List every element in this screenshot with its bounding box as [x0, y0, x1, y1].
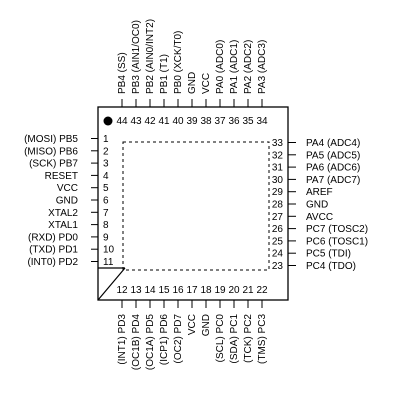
- pin-label: PA5 (ADC5): [306, 150, 360, 161]
- pin-number: 26: [272, 224, 284, 235]
- pin-label: (SCK) PB7: [29, 159, 78, 170]
- pin-label: XTAL2: [48, 208, 78, 219]
- pin-number: 30: [272, 175, 284, 186]
- pin-number: 13: [130, 285, 142, 296]
- pin-number: 1: [103, 134, 109, 145]
- pin-label: GND: [187, 72, 198, 94]
- pin-number: 12: [116, 285, 128, 296]
- pin-number: 21: [242, 285, 254, 296]
- pin-number: 40: [172, 116, 184, 127]
- pin-label: PA6 (ADC6): [306, 163, 360, 174]
- pin-number: 16: [172, 285, 184, 296]
- pin-label: PB2 (AIN0/INT2): [145, 19, 156, 94]
- pin-number: 3: [103, 159, 109, 170]
- pin-number: 19: [214, 285, 226, 296]
- pin-number: 5: [103, 183, 109, 194]
- pin-label: PC5 (TDI): [306, 249, 351, 260]
- pin-number: 35: [242, 116, 254, 127]
- pin-label: PB3 (AIN1/OC0): [131, 20, 142, 94]
- pin-number: 28: [272, 200, 284, 211]
- pin-label: (SCL) PC0: [215, 314, 226, 363]
- pin-label: (INT1) PD3: [117, 314, 128, 365]
- pin-label: XTAL1: [48, 220, 78, 231]
- pin-number: 44: [116, 116, 128, 127]
- pin-number: 32: [272, 150, 284, 161]
- pin-label: GND: [56, 196, 78, 207]
- pin-number: 39: [186, 116, 198, 127]
- pin-label: PC6 (TOSC1): [306, 236, 368, 247]
- chamfer-line: [97, 267, 126, 301]
- pin-number: 42: [144, 116, 156, 127]
- pin-label: VCC: [201, 73, 212, 94]
- pin-label: (TCK) PC2: [243, 314, 254, 363]
- pin-label: PA0 (ADC0): [215, 40, 226, 94]
- pin-number: 37: [214, 116, 226, 127]
- pin-number: 22: [256, 285, 268, 296]
- pin-number: 7: [103, 208, 109, 219]
- pin-number: 6: [103, 196, 109, 207]
- pin-number: 27: [272, 212, 284, 223]
- chip-body: [97, 106, 289, 301]
- pin-number: 11: [103, 257, 114, 268]
- pin-number: 9: [103, 232, 109, 243]
- pin-number: 2: [103, 146, 109, 157]
- pin-number: 15: [158, 285, 170, 296]
- pin-label: PA2 (ADC2): [243, 40, 254, 94]
- pin-number: 10: [103, 245, 115, 256]
- pin-number: 24: [272, 249, 284, 260]
- pin-label: AREF: [306, 187, 333, 198]
- pin-number: 36: [228, 116, 240, 127]
- pin-1-indicator: [103, 116, 113, 126]
- pin-label: PB1 (T1): [159, 54, 170, 94]
- pin-label: (MOSI) PB5: [24, 134, 78, 145]
- pin-label: PB4 (SS): [117, 52, 128, 94]
- pin-label: (ICP1) PD6: [159, 314, 170, 366]
- die-outline: [122, 141, 270, 271]
- pin-number: 43: [130, 116, 142, 127]
- pin-number: 38: [200, 116, 212, 127]
- pin-label: PA3 (ADC3): [257, 40, 268, 94]
- pin-label: PC7 (TOSC2): [306, 224, 368, 235]
- pin-label: VCC: [187, 314, 198, 335]
- bottom-pins: 12 (INT1) PD3 13 (OC1B) PD4 14 (OC1A) PD5 15 (I…: [116, 285, 268, 370]
- pin-label: (SDA) PC1: [229, 314, 240, 364]
- pin-number: 29: [272, 187, 284, 198]
- pin-number: 18: [200, 285, 212, 296]
- pin-number: 20: [228, 285, 240, 296]
- pin-number: 23: [272, 261, 284, 272]
- pin-label: (TXD) PD1: [29, 245, 78, 256]
- pin-label: (OC1A) PD5: [145, 314, 156, 371]
- pin-label: PB0 (XCK/T0): [173, 31, 184, 94]
- pin-number: 25: [272, 236, 284, 247]
- pin-label: VCC: [57, 183, 78, 194]
- pin-number: 41: [158, 116, 170, 127]
- pin-number: 14: [144, 285, 156, 296]
- pin-label: (INT0) PD2: [27, 257, 78, 268]
- pin-label: PA7 (ADC7): [306, 175, 360, 186]
- pin-number: 33: [272, 138, 284, 149]
- pin-number: 4: [103, 171, 109, 182]
- pin-number: 17: [186, 285, 198, 296]
- pin-label: AVCC: [306, 212, 333, 223]
- pin-label: PA1 (ADC1): [229, 40, 240, 94]
- pin-label: (TMS) PC3: [257, 314, 268, 364]
- pin-label: GND: [201, 314, 212, 336]
- pin-number: 8: [103, 220, 109, 231]
- pin-number: 34: [256, 116, 268, 127]
- pin-label: PA4 (ADC4): [306, 138, 360, 149]
- pin-label: (MISO) PB6: [24, 146, 78, 157]
- top-pins: PB4 (SS) 44 PB3 (AIN1/OC0) 43 PB2 (AIN0/INT2…: [116, 19, 268, 127]
- pin-label: (OC2) PD7: [173, 314, 184, 364]
- pin-label: (OC1B) PD4: [131, 314, 142, 371]
- pin-label: (RXD) PD0: [28, 232, 78, 243]
- right-pins: 33 PA4 (ADC4) 32 PA5 (ADC5) 31 PA6 (ADC6) 30 PA…: [272, 138, 368, 272]
- pin-number: 31: [272, 163, 284, 174]
- pin-label: RESET: [45, 171, 78, 182]
- pin-label: GND: [306, 200, 328, 211]
- pin-label: PC4 (TDO): [306, 261, 356, 272]
